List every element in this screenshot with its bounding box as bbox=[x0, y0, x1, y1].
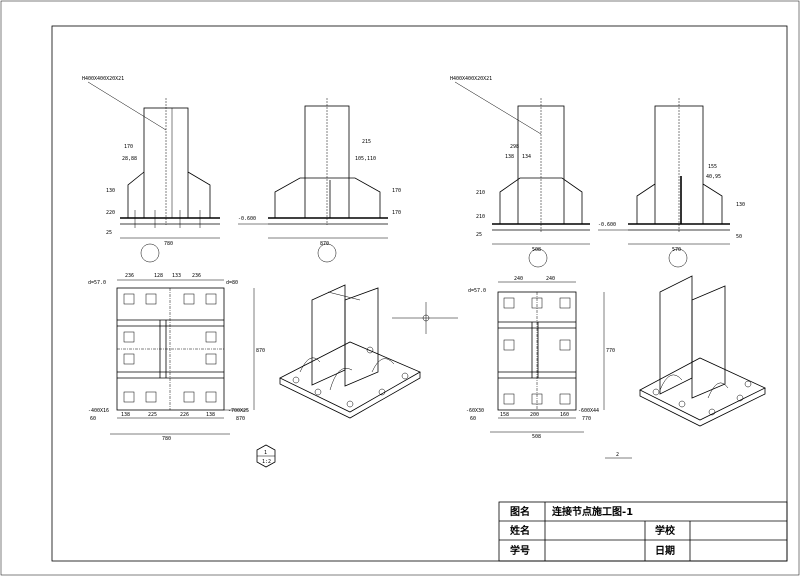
dim-text: 138 bbox=[121, 412, 130, 418]
dim-text: 770 bbox=[582, 416, 591, 422]
dim-text: 570 bbox=[672, 247, 681, 253]
title-block: 图名 连接节点施工图-1 姓名 学校 学号 日期 bbox=[498, 501, 788, 562]
date-label: 日期 bbox=[655, 544, 675, 557]
dim-text: 870 bbox=[320, 241, 329, 247]
dim-text: 210 bbox=[476, 214, 485, 220]
dim-text: 780 bbox=[162, 436, 171, 442]
dim-text: 240 bbox=[514, 276, 523, 282]
dim-text: 220 bbox=[106, 210, 115, 216]
callout-text: d=57.0 bbox=[88, 280, 106, 286]
dim-text: 138 bbox=[206, 412, 215, 418]
dim-text: 130 bbox=[106, 188, 115, 194]
plan-view-1: 236 128 133 236 138 225 226 138 780 870 … bbox=[88, 273, 265, 442]
dim-text: 240 bbox=[546, 276, 555, 282]
isometric-view-2 bbox=[639, 275, 766, 427]
name-label: 姓名 bbox=[509, 524, 530, 537]
dim-text: 215 bbox=[362, 139, 371, 145]
dim-text: 236 bbox=[125, 273, 134, 279]
dim-text: -0.600 bbox=[598, 222, 616, 228]
dim-text: 50 bbox=[736, 234, 742, 240]
note-text: -60X30 bbox=[466, 408, 484, 414]
dim-text: 170 bbox=[124, 144, 133, 150]
elevation-view-1: H400X400X20X21 170 28,88 130 220 25 780 bbox=[82, 76, 220, 263]
dim-text: 25 bbox=[106, 230, 112, 236]
note-text: -700X25 bbox=[228, 408, 249, 414]
dim-text: 40,95 bbox=[706, 174, 721, 180]
member-label-1: H400X400X20X21 bbox=[82, 76, 124, 82]
elevation-view-4: 155 40,95 -0.600 130 50 570 bbox=[598, 98, 745, 268]
dim-text: 170 bbox=[392, 188, 401, 194]
dim-text: 226 bbox=[180, 412, 189, 418]
dim-text: 170 bbox=[392, 210, 401, 216]
dim-text: 236 bbox=[192, 273, 201, 279]
dim-text: 770 bbox=[606, 348, 615, 354]
callout-text: d=57.0 bbox=[468, 288, 486, 294]
dim-text: 508 bbox=[532, 434, 541, 440]
dim-text: 158 bbox=[500, 412, 509, 418]
section-number: 1 bbox=[264, 450, 267, 456]
dim-text: 134 bbox=[522, 154, 531, 160]
dim-text: 133 bbox=[172, 273, 181, 279]
dim-text: 225 bbox=[148, 412, 157, 418]
dim-text: 60 bbox=[470, 416, 476, 422]
dim-text: 105,110 bbox=[355, 156, 376, 162]
elevation-view-3: H400X400X20X21 298 138 134 210 210 25 50… bbox=[450, 76, 590, 268]
plan-view-2: 240 240 158 200 160 508 770 d=57.0 -60X3… bbox=[466, 276, 615, 440]
inner-frame bbox=[51, 25, 788, 562]
drawing-name-label: 图名 bbox=[510, 505, 530, 518]
elevation-view-2: 215 105,110 -0.600 170 170 870 bbox=[238, 98, 401, 263]
dim-text: 155 bbox=[708, 164, 717, 170]
note-text: -400X16 bbox=[88, 408, 109, 414]
dim-text: 25 bbox=[476, 232, 482, 238]
dim-text: 508 bbox=[532, 247, 541, 253]
dim-text: 138 bbox=[505, 154, 514, 160]
isometric-view-1 bbox=[279, 284, 421, 419]
member-label-3: H400X400X20X21 bbox=[450, 76, 492, 82]
dim-text: 298 bbox=[510, 144, 519, 150]
school-label: 学校 bbox=[655, 524, 676, 537]
small-mark-text: 2 bbox=[616, 452, 619, 458]
small-mark: 2 bbox=[605, 452, 632, 459]
drawing-name: 连接节点施工图-1 bbox=[552, 505, 633, 518]
dim-text: -0.600 bbox=[238, 216, 256, 222]
dim-text: 128 bbox=[154, 273, 163, 279]
dim-text: 200 bbox=[530, 412, 539, 418]
student-id-label: 学号 bbox=[510, 544, 530, 557]
dim-text: 60 bbox=[90, 416, 96, 422]
dim-text: 870 bbox=[236, 416, 245, 422]
note-text: -600X44 bbox=[578, 408, 599, 414]
dim-text: 160 bbox=[560, 412, 569, 418]
dim-text: 130 bbox=[736, 202, 745, 208]
crosshair-mark bbox=[392, 302, 458, 334]
dim-text: 780 bbox=[164, 241, 173, 247]
section-symbol: 1 1:2 bbox=[256, 444, 276, 468]
dim-text: 210 bbox=[476, 190, 485, 196]
callout-text: d=80 bbox=[226, 280, 238, 286]
dim-text: 870 bbox=[256, 348, 265, 354]
section-scale: 1:2 bbox=[262, 459, 271, 465]
dim-text: 28,88 bbox=[122, 156, 137, 162]
